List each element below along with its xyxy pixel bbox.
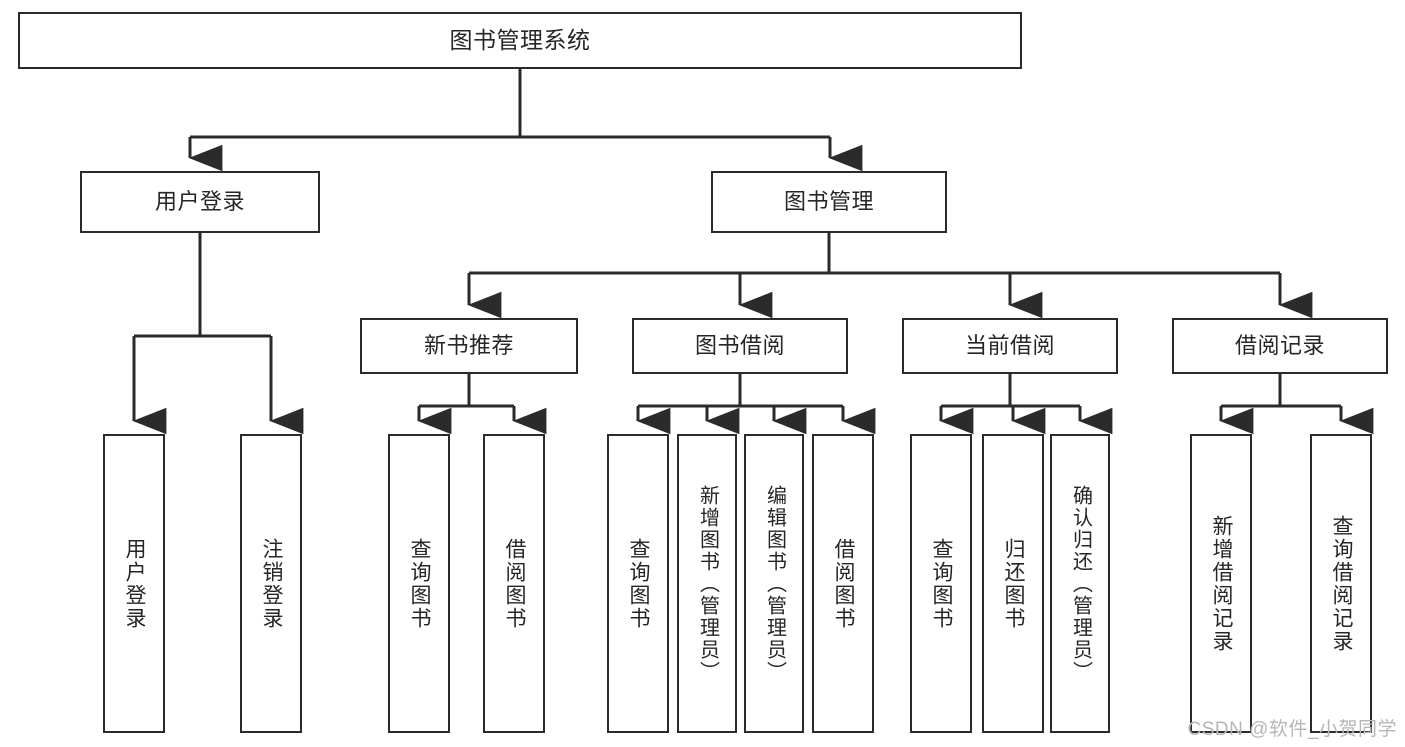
node-leaf-logout[interactable]: 注销登录 [240,434,302,733]
node-book-management[interactable]: 图书管理 [711,171,947,233]
node-book-borrowing[interactable]: 图书借阅 [632,318,848,374]
node-label: 确认归还（管理员） [1069,484,1092,683]
node-label: 查询图书 [408,537,432,630]
node-label: 新书推荐 [423,333,514,359]
node-label: 图书借阅 [694,333,785,359]
csdn-watermark: CSDN @软件_小贺同学 [1187,719,1397,740]
node-label: 当前借阅 [964,333,1055,359]
node-root-system[interactable]: 图书管理系统 [18,12,1022,69]
node-leaf-query-book-recommendation[interactable]: 查询图书 [388,434,450,733]
node-leaf-add-borrow-record[interactable]: 新增借阅记录 [1190,434,1252,733]
node-label: 借阅图书 [503,537,527,630]
node-label: 新增借阅记录 [1210,514,1234,653]
node-label: 图书管理系统 [449,26,591,53]
node-user-login[interactable]: 用户登录 [80,171,320,233]
node-borrow-records[interactable]: 借阅记录 [1172,318,1388,374]
node-label: 图书管理 [783,189,874,215]
node-label: 借阅记录 [1234,333,1325,359]
node-leaf-return-book[interactable]: 归还图书 [982,434,1044,733]
node-leaf-confirm-return[interactable]: 确认归还（管理员） [1050,434,1110,733]
node-current-borrowing[interactable]: 当前借阅 [902,318,1118,374]
node-label: 用户登录 [154,189,245,215]
node-leaf-query-borrow-record[interactable]: 查询借阅记录 [1310,434,1372,733]
node-leaf-borrow-book-borrowing[interactable]: 借阅图书 [812,434,874,733]
node-label: 查询图书 [930,537,954,630]
node-label: 查询图书 [627,537,651,630]
node-leaf-borrow-book-recommendation[interactable]: 借阅图书 [483,434,545,733]
node-leaf-edit-book[interactable]: 编辑图书（管理员） [744,434,804,733]
node-new-book-recommendation[interactable]: 新书推荐 [360,318,578,374]
node-label: 编辑图书（管理员） [763,484,786,683]
node-leaf-query-book-borrowing[interactable]: 查询图书 [607,434,669,733]
node-label: 查询借阅记录 [1330,514,1354,653]
node-leaf-user-login[interactable]: 用户登录 [103,434,165,733]
node-label: 注销登录 [260,537,284,630]
node-leaf-add-book[interactable]: 新增图书（管理员） [677,434,737,733]
node-label: 用户登录 [123,537,147,630]
node-label: 归还图书 [1002,537,1026,630]
node-label: 新增图书（管理员） [696,484,719,683]
node-leaf-query-book-current[interactable]: 查询图书 [910,434,972,733]
node-label: 借阅图书 [832,537,856,630]
